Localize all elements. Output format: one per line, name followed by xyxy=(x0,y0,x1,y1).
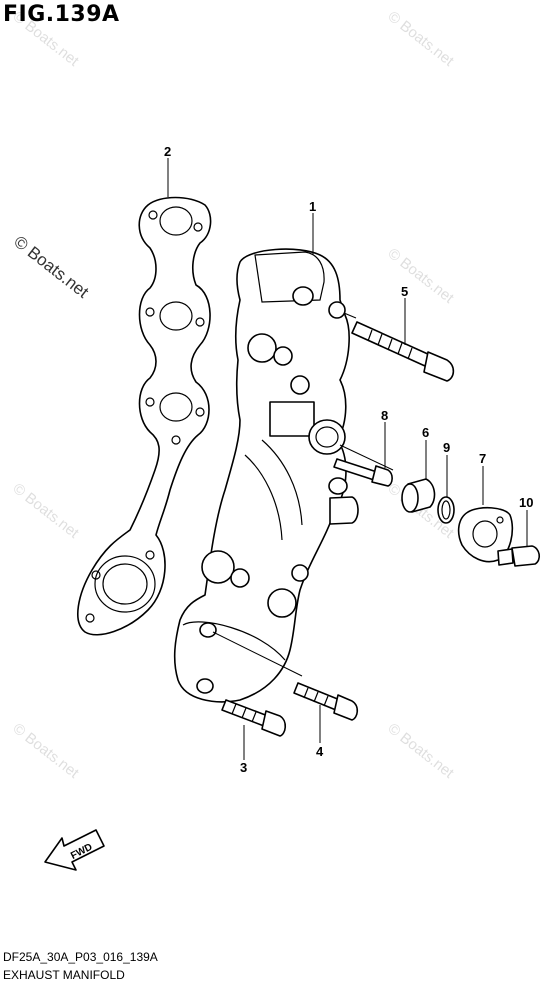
callout-1: 1 xyxy=(309,199,316,214)
bolt-part-10 xyxy=(497,545,541,567)
figure-title: FIG.139A xyxy=(3,2,120,27)
callout-4: 4 xyxy=(316,744,324,759)
gasket-part-2 xyxy=(77,196,212,636)
callout-5: 5 xyxy=(401,284,408,299)
callout-7: 7 xyxy=(479,451,486,466)
callout-3: 3 xyxy=(240,760,247,775)
callout-9: 9 xyxy=(443,440,450,455)
bolt-part-8 xyxy=(333,458,393,487)
exhaust-manifold-part-1 xyxy=(173,248,359,703)
leader-lines xyxy=(167,158,528,760)
o-ring-part-9 xyxy=(437,496,455,524)
bolt-part-4 xyxy=(293,682,359,721)
thermostat-part-6 xyxy=(401,478,436,513)
callout-8: 8 xyxy=(381,408,388,423)
fwd-arrow-icon: FWD xyxy=(44,829,105,871)
callout-6: 6 xyxy=(422,425,429,440)
callout-numbers: 2 1 5 8 6 9 7 10 4 3 xyxy=(164,144,533,775)
diagram-caption: EXHAUST MANIFOLD xyxy=(3,968,125,982)
callout-2: 2 xyxy=(164,144,171,159)
bolt-part-3 xyxy=(221,699,287,737)
callout-10: 10 xyxy=(519,495,533,510)
bolt-part-5 xyxy=(351,321,455,382)
diagram-code: DF25A_30A_P03_016_139A xyxy=(3,950,158,964)
